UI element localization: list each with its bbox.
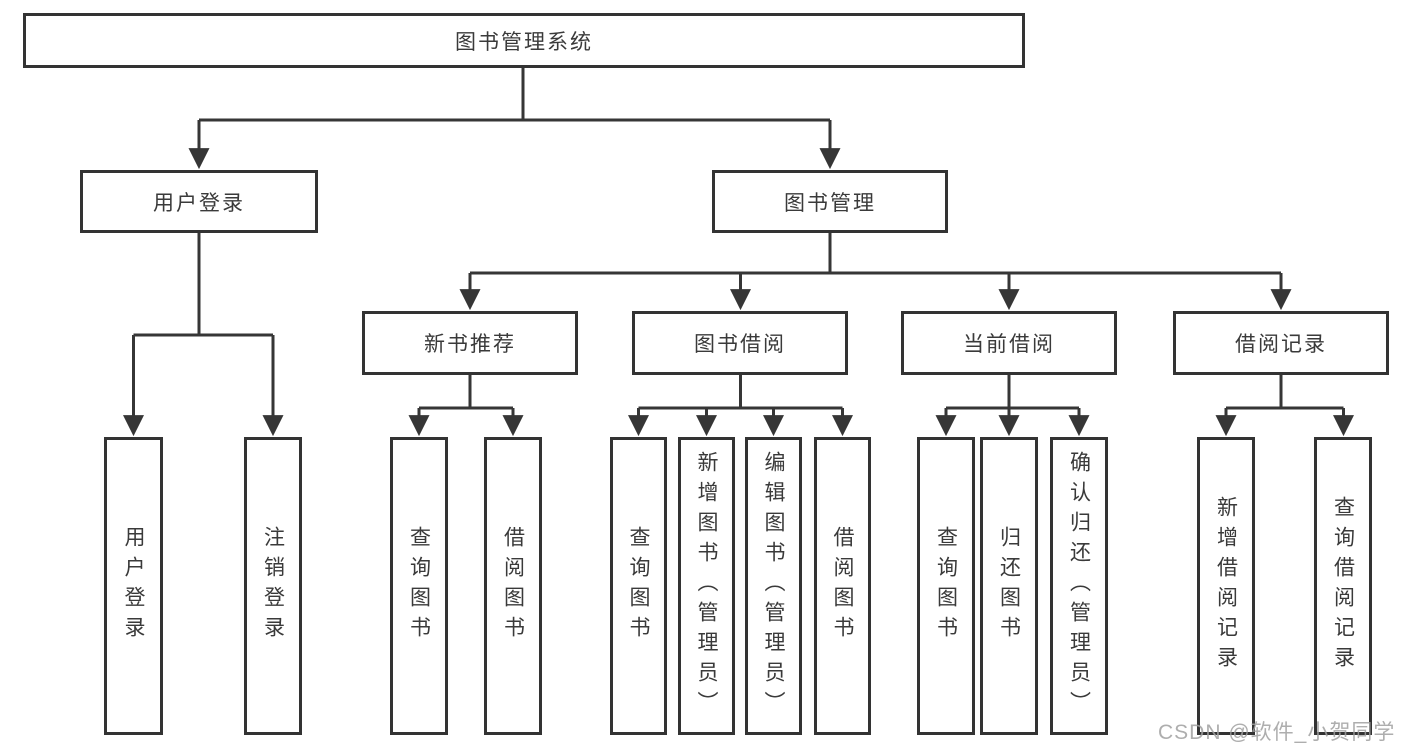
leaf-add-borrow-record: 新增借阅记录: [1197, 437, 1255, 735]
leaf-confirm-return-admin: 确认归还（管理员）: [1050, 437, 1108, 735]
node-root-system: 图书管理系统: [23, 13, 1025, 68]
leaf-query-borrow-record: 查询借阅记录: [1314, 437, 1372, 735]
node-new-book-recommend: 新书推荐: [362, 311, 578, 375]
csdn-watermark: CSDN @软件_小贺同学: [1158, 721, 1396, 744]
leaf-add-book-admin: 新增图书（管理员）: [678, 437, 735, 735]
leaf-current-query-book: 查询图书: [917, 437, 975, 735]
leaf-recommend-query-book: 查询图书: [390, 437, 448, 735]
node-book-management: 图书管理: [712, 170, 948, 233]
leaf-logout: 注销登录: [244, 437, 302, 735]
leaf-recommend-borrow-book: 借阅图书: [484, 437, 542, 735]
node-current-borrow: 当前借阅: [901, 311, 1117, 375]
node-book-borrow: 图书借阅: [632, 311, 848, 375]
node-user-login: 用户登录: [80, 170, 318, 233]
leaf-return-book: 归还图书: [980, 437, 1038, 735]
leaf-borrow-query-book: 查询图书: [610, 437, 667, 735]
leaf-borrow-book: 借阅图书: [814, 437, 871, 735]
node-borrow-records: 借阅记录: [1173, 311, 1389, 375]
leaf-edit-book-admin: 编辑图书（管理员）: [745, 437, 802, 735]
leaf-user-login: 用户登录: [104, 437, 163, 735]
